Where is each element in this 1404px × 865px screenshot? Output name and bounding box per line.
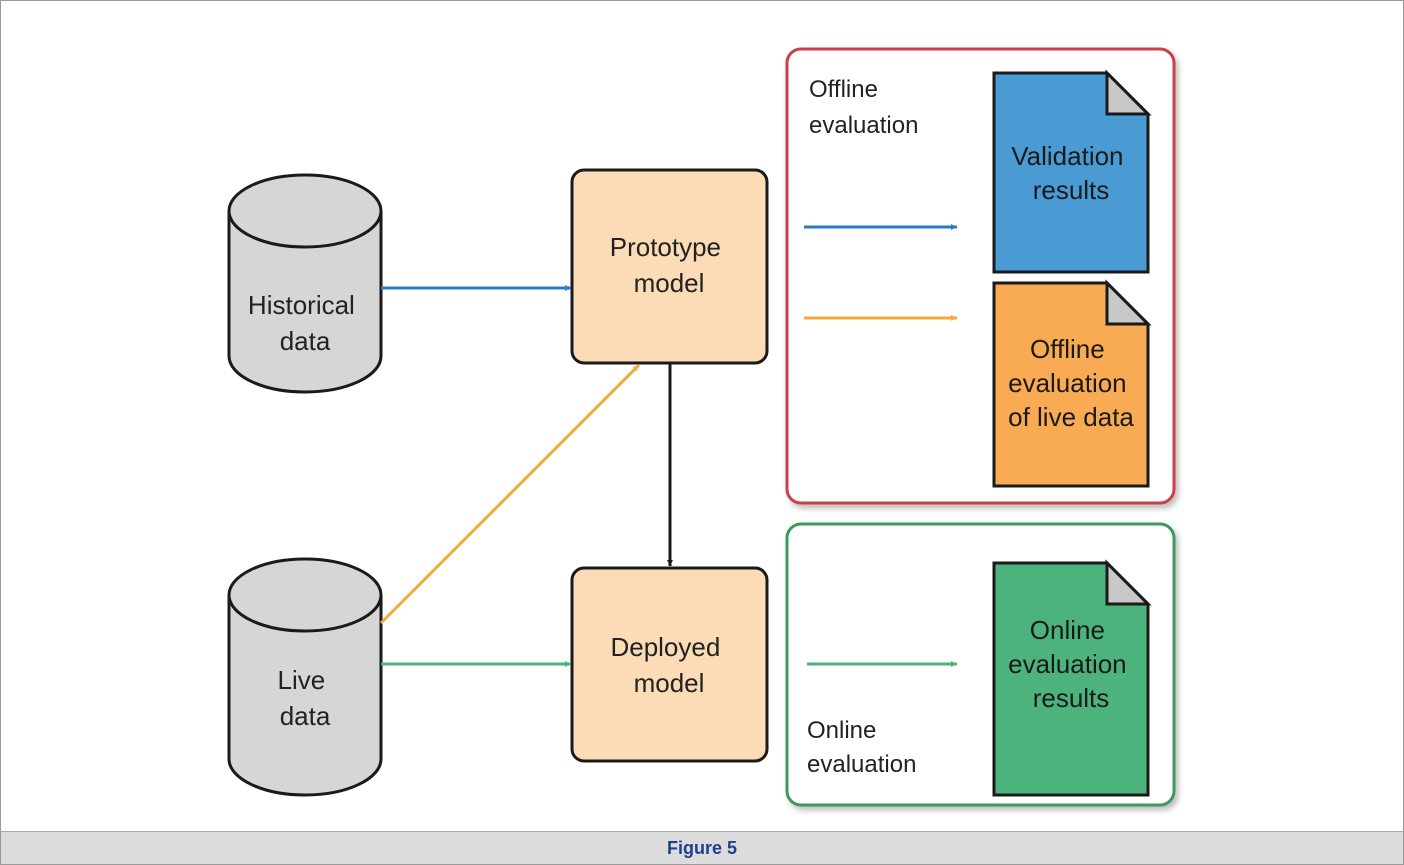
offline-evaluation-live-data-document: Offline evaluation of live data	[992, 279, 1152, 488]
online-evaluation-results-document: Online evaluation results	[992, 559, 1152, 797]
offline-evaluation-label: Offline evaluation	[809, 76, 918, 139]
folded-corner-icon	[1105, 279, 1152, 326]
live-data-cylinder: Live data	[227, 557, 383, 797]
folded-corner-icon	[1105, 69, 1152, 116]
offline-evaluation-live-data-label: Offline evaluation of live data	[1008, 334, 1134, 432]
caption-bar: Figure 5	[1, 831, 1403, 864]
online-evaluation-results-label: Online evaluation results	[1008, 615, 1134, 713]
historical-data-label: Historical data	[248, 290, 362, 356]
folded-corner-icon	[1105, 559, 1152, 606]
live-to-prototype-arrow	[379, 363, 641, 625]
diagram: Offline evaluation Online evaluation His…	[227, 47, 1176, 807]
live-data-label: Live data	[278, 665, 333, 731]
prototype-model-label: Prototype model	[610, 232, 729, 298]
historical-data-cylinder: Historical data	[227, 173, 383, 394]
figure-caption: Figure 5	[666, 838, 737, 858]
validation-results-document: Validation results	[992, 69, 1152, 274]
validation-results-label: Validation results	[1011, 141, 1131, 205]
deployed-model-label: Deployed model	[610, 632, 727, 698]
deployed-model-box: Deployed model	[570, 566, 769, 763]
prototype-model-box: Prototype model	[570, 168, 769, 365]
online-evaluation-label: Online evaluation	[807, 717, 916, 778]
